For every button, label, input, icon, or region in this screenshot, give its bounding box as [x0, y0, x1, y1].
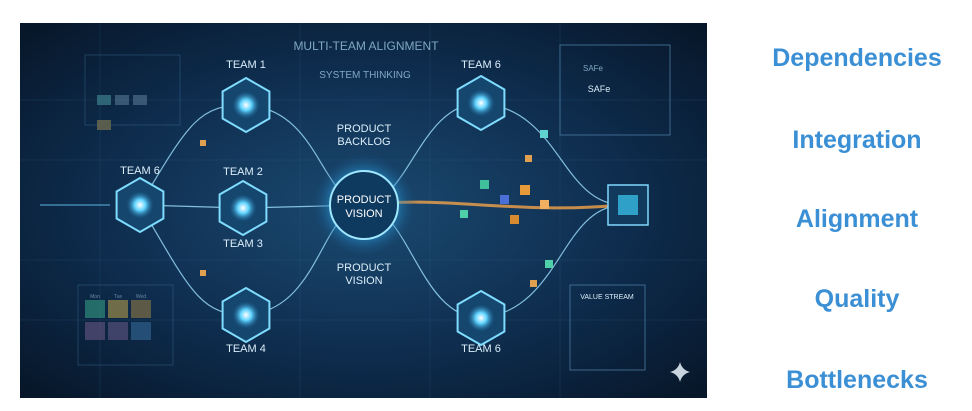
calendar-day-tue: Tue [114, 294, 123, 300]
team-nodes [115, 74, 506, 347]
keyword-alignment: Alignment [795, 205, 919, 233]
illustration-title: MULTI-TEAM ALIGNMENT [293, 39, 439, 53]
calendar-day-mon: Mon [90, 294, 100, 300]
backlog-label-line2: BACKLOG [337, 136, 390, 148]
multi-team-alignment-illustration: Mon Tue Wed MULTI-TEAM ALIGNMENT SYSTEM … [20, 23, 707, 398]
team2-label: TEAM 2 [223, 166, 263, 178]
safe-label-1: SAFe [583, 64, 604, 73]
team6-bottom-label: TEAM 6 [461, 343, 501, 355]
vision-lower-line1: PRODUCT [337, 262, 392, 274]
team-core-glow [229, 194, 257, 222]
keyword-dependencies: Dependencies [772, 44, 942, 72]
team-core-glow [467, 304, 495, 332]
team3-label: TEAM 3 [223, 238, 263, 250]
backlog-label-line1: PRODUCT [337, 123, 392, 135]
team-core-glow [232, 91, 260, 119]
team6-top-label: TEAM 6 [461, 59, 501, 71]
calendar-day-wed: Wed [136, 294, 146, 300]
vision-center-line2: VISION [345, 208, 382, 220]
team4-label: TEAM 4 [226, 343, 266, 355]
keyword-quality: Quality [814, 285, 900, 313]
team-core-glow [126, 191, 154, 219]
team1-label: TEAM 1 [226, 59, 266, 71]
value-stream-label: VALUE STREAM [580, 294, 634, 301]
team6-left-label: TEAM 6 [120, 165, 160, 177]
team-core-glow [467, 89, 495, 117]
safe-label-2: SAFe [588, 84, 611, 94]
vision-lower-line2: VISION [345, 275, 382, 287]
vision-center-line1: PRODUCT [337, 194, 392, 206]
team-core-glow [232, 301, 260, 329]
system-thinking-label: SYSTEM THINKING [319, 70, 411, 81]
sparkle-icon [670, 362, 690, 382]
keyword-bottlenecks: Bottlenecks [786, 366, 928, 394]
keyword-integration: Integration [792, 126, 922, 154]
chip-icon [607, 184, 649, 226]
